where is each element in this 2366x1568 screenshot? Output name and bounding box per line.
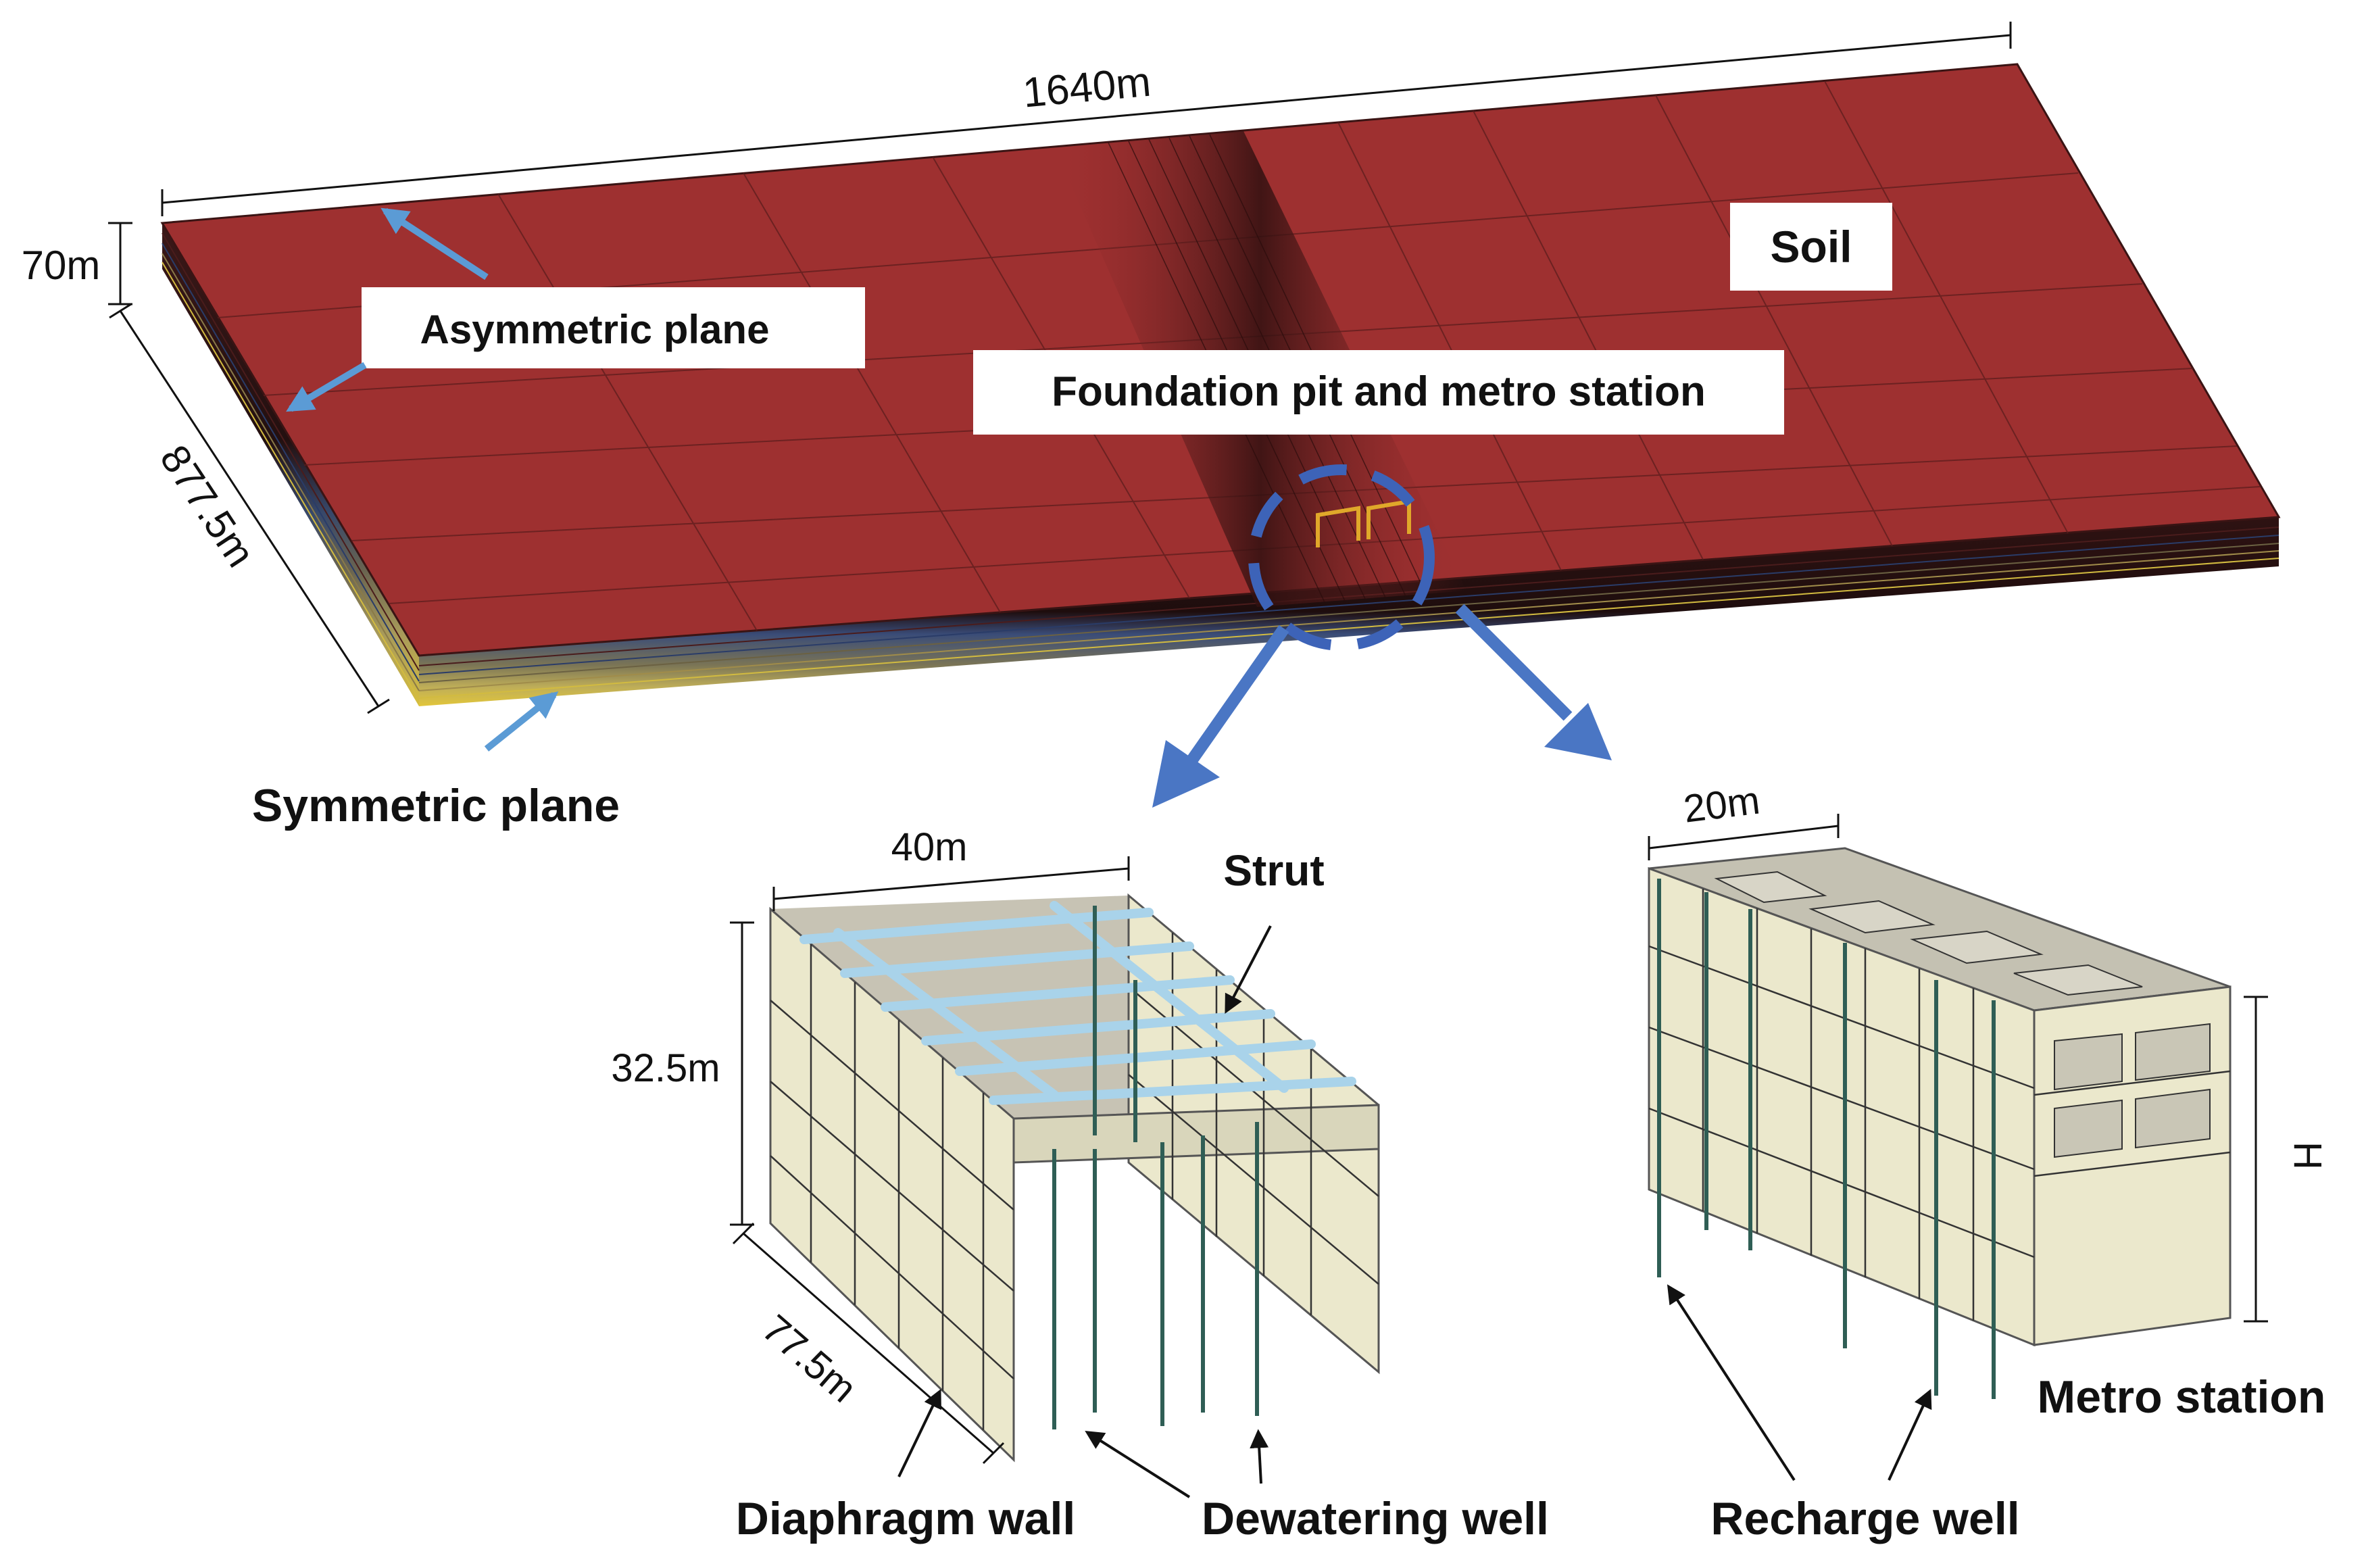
pit-outline-mini	[1316, 499, 1411, 547]
dim-70m-label: 70m	[22, 243, 101, 288]
strut-label: Strut	[1223, 846, 1324, 895]
station-wall-panels	[1648, 889, 2231, 1321]
dim-1640m-label: 1640m	[1021, 59, 1153, 117]
dim-H-label: H	[2286, 1142, 2330, 1170]
svg-text:Asymmetric plane: Asymmetric plane	[420, 307, 770, 352]
strut-pointer	[1225, 925, 1272, 1014]
asymmetric-plane-label: Asymmetric plane	[362, 287, 865, 368]
dewatering-wells	[1052, 906, 1259, 1429]
metro-station-label: Metro station	[2038, 1371, 2326, 1423]
dim-H: H	[2244, 996, 2330, 1323]
dim-40m: 40m	[772, 825, 1130, 911]
diaphragm-wall-pointer	[897, 1388, 941, 1477]
foundation-pit-label: Foundation pit and metro station	[973, 350, 1784, 435]
dim-32-5m-label: 32.5m	[611, 1046, 720, 1090]
symmetric-plane-label: Symmetric plane	[252, 780, 620, 831]
dim-20m: 20m	[1648, 779, 1840, 860]
recharge-well-label: Recharge well	[1710, 1493, 2019, 1544]
soil-label: Soil	[1730, 203, 1892, 291]
svg-text:Foundation pit and metro stati: Foundation pit and metro station	[1052, 368, 1706, 415]
soil-front-face	[419, 517, 2279, 706]
dim-32-5m: 32.5m	[611, 921, 754, 1226]
soil-left-face	[162, 223, 419, 706]
metro-station-model	[1648, 847, 2232, 1399]
svg-text:Soil: Soil	[1770, 222, 1852, 272]
station-cells	[2054, 1023, 2211, 1158]
zoom-arrows	[1152, 604, 1612, 808]
dim-40m-label: 40m	[891, 825, 968, 869]
recharge-well-pointer-2	[1888, 1388, 1932, 1481]
foundation-pit-model	[769, 893, 1380, 1463]
station-slabs	[1714, 871, 2143, 996]
symmetric-plane-arrow	[484, 691, 559, 752]
dim-77-5m-label: 77.5m	[754, 1306, 865, 1411]
diaphragm-wall-label: Diaphragm wall	[736, 1493, 1076, 1544]
dim-20m-label: 20m	[1681, 779, 1763, 831]
dim-70m: 70m	[22, 222, 132, 305]
dim-1640m: 1640m	[161, 22, 2012, 216]
recharge-well-pointer-1	[1667, 1284, 1796, 1481]
recharge-wells	[1657, 879, 1996, 1399]
pit-wall-panels	[770, 933, 1379, 1430]
zoom-circle	[1248, 464, 1435, 651]
dewatering-well-label: Dewatering well	[1202, 1493, 1549, 1544]
dewatering-well-pointer-1	[1085, 1431, 1191, 1498]
asymmetric-plane-arrows	[286, 207, 489, 412]
dewatering-well-pointer-2	[1250, 1429, 1269, 1484]
